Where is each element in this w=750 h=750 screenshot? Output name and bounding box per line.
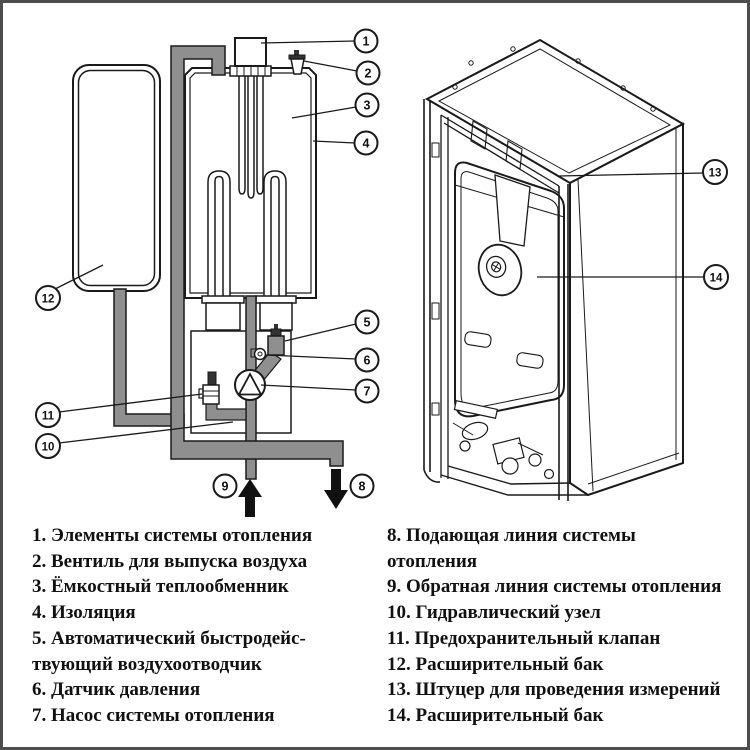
left-frame-post: [440, 115, 449, 479]
callout-circles: [35, 28, 729, 499]
legend-line: 8. Подающая линия системы: [387, 525, 636, 546]
legend-line: 7. Насос системы отопления: [32, 704, 275, 726]
legend-line: 6. Датчик давления: [32, 679, 201, 701]
callout-11: 11: [42, 411, 55, 423]
legend-line: 13. Штуцер для проведения измерений: [387, 679, 721, 701]
element-junction-blocks: [201, 295, 297, 331]
callout-numbers: 1 2 3 4 5 6 7 8 9 10 11 12 13 14: [42, 35, 723, 494]
legend-column-right: 8. Подающая линия системы отопления 9. О…: [387, 523, 747, 729]
legend-line: 12. Расширительный бак: [387, 653, 604, 675]
boiler-left-edge: [423, 99, 441, 483]
pressure-sensor: [253, 347, 267, 361]
legend-column-left: 1. Элементы системы отопления 2. Вентиль…: [3, 523, 387, 729]
heating-element-block: [234, 37, 267, 67]
top-face-screws: [452, 46, 656, 112]
element-flange-ticks: [236, 66, 266, 76]
legend-line: 4. Изоляция: [32, 602, 136, 624]
callout-9: 9: [222, 480, 229, 494]
leader-lines: [54, 40, 704, 444]
legend-line: 10. Гидравлический узел: [387, 602, 601, 624]
callout-12: 12: [42, 294, 55, 306]
supply-flow-arrow: [324, 469, 348, 509]
pump: [234, 369, 266, 401]
return-flow-arrow: [238, 479, 262, 517]
callout-2: 2: [365, 67, 372, 81]
air-bleed-valve: [288, 50, 306, 75]
boiler-diagrams: 1 2 3 4 5 6 7 8 9 10 11 12 13 14: [35, 28, 729, 517]
bottom-hydraulic-assembly: [452, 400, 555, 480]
callout-7: 7: [364, 385, 371, 399]
left-post-slots: [431, 142, 440, 416]
callout-6: 6: [364, 354, 371, 368]
callout-13: 13: [709, 168, 722, 180]
legend-line: 1. Элементы системы отопления: [32, 525, 313, 546]
legend-line: 9. Обратная линия системы отопления: [387, 576, 722, 598]
expansion-tank: [72, 64, 161, 292]
legend-line: 2. Вентиль для выпуска воздуха: [32, 550, 308, 572]
legend-line: 3. Ёмкостный теплообменник: [32, 576, 289, 598]
legend-line: твующий воздухоотводчик: [32, 653, 262, 675]
legend-line: 11. Предохранительный клапан: [387, 627, 661, 649]
supply-pipe: [170, 45, 344, 467]
boiler-top-face-inner: [437, 48, 672, 174]
right-frame-post: [558, 184, 569, 501]
central-element-tubes: [238, 75, 264, 199]
legend-line: 5. Автоматический быстродейс-: [32, 627, 306, 649]
legend-line: отопления: [387, 550, 478, 572]
expansion-tank-inner: [77, 69, 156, 287]
plate-brackets: [464, 331, 544, 369]
callouts: 1 2 3 4 5 6 7 8 9 10 11 12 13 14: [35, 28, 729, 499]
callout-8: 8: [359, 480, 366, 494]
right-isometric-view: [423, 38, 686, 501]
callout-10: 10: [42, 442, 55, 454]
tank-disc: [477, 243, 523, 297]
legend: 1. Элементы системы отопления 2. Вентиль…: [3, 523, 747, 729]
legend-line: 14. Расширительный бак: [387, 704, 604, 726]
boiler-right-panel-lines: [577, 128, 680, 492]
left-schematic-diagram: [72, 37, 348, 517]
callout-4: 4: [363, 137, 370, 151]
callout-1: 1: [363, 35, 370, 49]
opening-top-edge: [440, 114, 560, 194]
plate-flap: [494, 174, 531, 247]
top-bracket-tabs: [470, 120, 523, 170]
callout-14: 14: [710, 273, 723, 285]
side-element-bundle-right: [263, 170, 287, 298]
callout-3: 3: [364, 99, 371, 113]
callout-5: 5: [364, 316, 371, 330]
side-element-bundle-left: [207, 170, 231, 298]
boiler-right-panel: [569, 122, 684, 497]
boiler-base-edge: [440, 465, 588, 496]
